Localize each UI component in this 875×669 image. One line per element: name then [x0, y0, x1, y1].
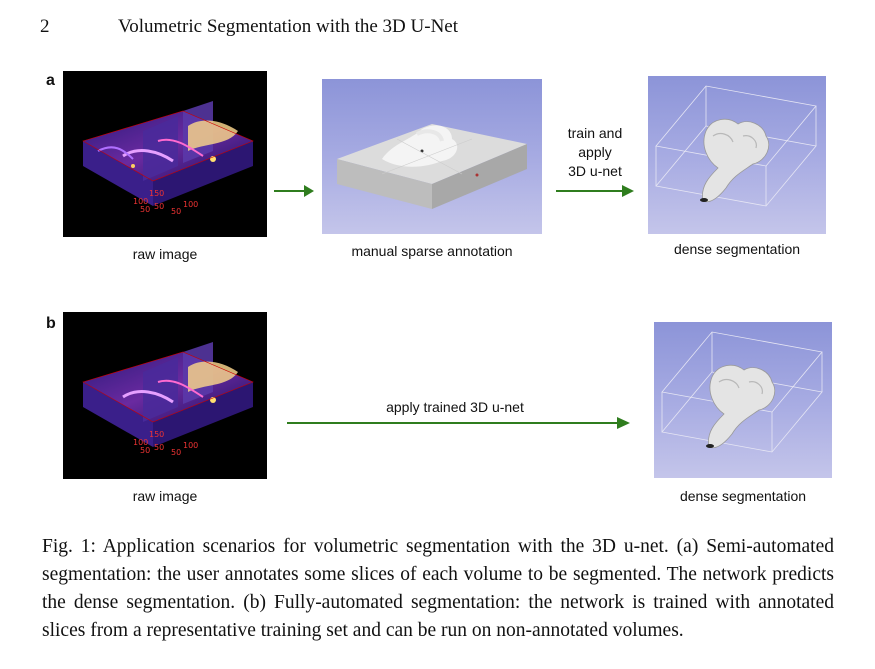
tick-label: 100 — [183, 441, 198, 450]
raw-image-label-a: raw image — [132, 246, 198, 262]
tick-label: 100 — [133, 438, 148, 447]
tick-label: 50 — [154, 202, 164, 211]
dense-segmentation-label-a: dense segmentation — [673, 241, 801, 257]
tick-label: 50 — [171, 207, 181, 216]
tick-label: 150 — [149, 189, 164, 198]
tick-label: 100 — [183, 200, 198, 209]
arrow-raw-to-dense-b — [287, 415, 630, 431]
tick-label: 50 — [140, 205, 150, 214]
page-number: 2 — [40, 16, 50, 37]
apply-trained-label: apply trained 3D u-net — [386, 399, 524, 415]
tick-label: 50 — [154, 443, 164, 452]
figure-caption: Fig. 1: Application scenarios for volume… — [42, 536, 834, 641]
running-title: Volumetric Segmentation with the 3D U-Ne… — [118, 16, 459, 37]
raw-image-label-b: raw image — [132, 488, 198, 504]
raw-image-b: 100 150 50 50 100 50 — [63, 312, 267, 479]
panel-a-letter: a — [46, 72, 55, 89]
tick-label: 50 — [140, 446, 150, 455]
raw-image-a: 100 150 50 50 100 50 — [63, 71, 267, 237]
train-apply-label: train and apply 3D u-net — [555, 124, 635, 181]
train-apply-line-3: 3D u-net — [568, 163, 622, 179]
panel-b-letter: b — [46, 315, 56, 332]
arrow-raw-to-annotation — [274, 183, 314, 199]
annotation-label: manual sparse annotation — [351, 243, 513, 259]
dense-segmentation-label-b: dense segmentation — [679, 488, 807, 504]
train-apply-line-1: train and — [567, 125, 623, 141]
arrow-annotation-to-dense — [556, 183, 634, 199]
dense-segmentation-image-a — [648, 76, 826, 234]
tick-label: 50 — [171, 448, 181, 457]
tick-label: 100 — [133, 197, 148, 206]
train-apply-line-2: apply — [578, 144, 612, 160]
dense-segmentation-image-b — [654, 322, 832, 478]
tick-label: 150 — [149, 430, 164, 439]
annotation-image — [322, 79, 542, 234]
